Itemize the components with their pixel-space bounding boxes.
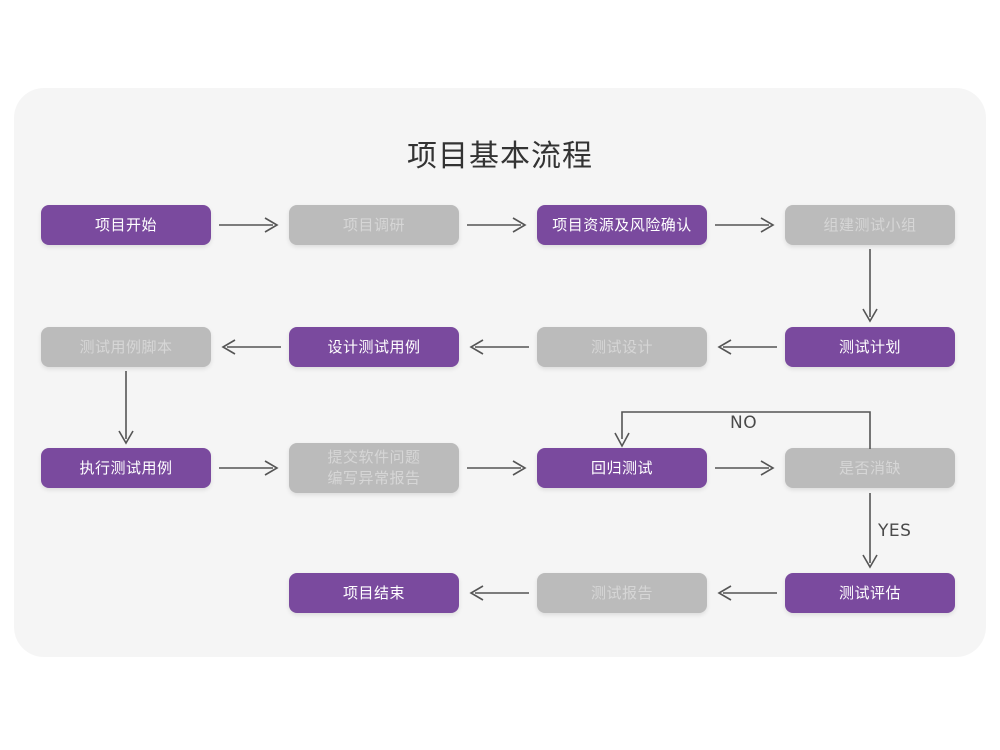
arrow-research-to-risk [467, 215, 529, 235]
node-test-case-script[interactable]: 测试用例脚本 [41, 327, 211, 367]
node-regression-test[interactable]: 回归测试 [537, 448, 707, 488]
node-test-plan[interactable]: 测试计划 [785, 327, 955, 367]
node-project-start[interactable]: 项目开始 [41, 205, 211, 245]
node-submit-issue-report[interactable]: 提交软件问题 编写异常报告 [289, 443, 459, 493]
arrow-execute-to-submit [219, 458, 281, 478]
arrow-start-to-research [219, 215, 281, 235]
arrow-design-to-script [219, 337, 281, 357]
arrow-team-to-test-plan [860, 249, 880, 325]
arrow-risk-to-team [715, 215, 777, 235]
arrow-script-to-execute [116, 371, 136, 447]
arrow-report-to-end [467, 583, 529, 603]
page-title: 项目基本流程 [407, 139, 593, 174]
edge-label-yes: YES [878, 521, 912, 541]
arrow-test-plan-to-test-design [715, 337, 777, 357]
arrow-yes-to-evaluation [860, 493, 880, 571]
arrow-test-design-to-design-case [467, 337, 529, 357]
arrow-submit-to-regression [467, 458, 529, 478]
node-test-design[interactable]: 测试设计 [537, 327, 707, 367]
node-test-evaluation[interactable]: 测试评估 [785, 573, 955, 613]
node-test-report[interactable]: 测试报告 [537, 573, 707, 613]
arrow-evaluation-to-report [715, 583, 777, 603]
node-execute-test-case[interactable]: 执行测试用例 [41, 448, 211, 488]
node-form-test-team[interactable]: 组建测试小组 [785, 205, 955, 245]
node-defect-cleared[interactable]: 是否消缺 [785, 448, 955, 488]
arrow-no-feedback-loop [612, 405, 882, 455]
edge-label-no: NO [730, 413, 758, 433]
node-resource-risk-confirm[interactable]: 项目资源及风险确认 [537, 205, 707, 245]
node-project-end[interactable]: 项目结束 [289, 573, 459, 613]
flowchart-card [14, 88, 986, 657]
node-design-test-case[interactable]: 设计测试用例 [289, 327, 459, 367]
node-project-research[interactable]: 项目调研 [289, 205, 459, 245]
arrow-regression-to-defect [715, 458, 777, 478]
